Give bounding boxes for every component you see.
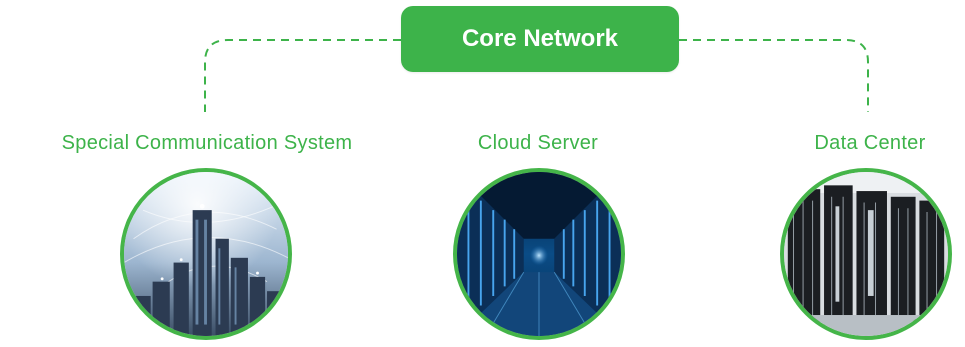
special-communication-image <box>120 168 292 340</box>
special-communication-label: Special Communication System <box>61 132 353 154</box>
server-racks-image <box>784 172 948 336</box>
core-network-node: Core Network <box>401 6 679 72</box>
core-network-label: Core Network <box>461 25 619 52</box>
server-aisle-image <box>457 172 621 336</box>
data-center-label: Data Center <box>814 132 926 154</box>
cloud-server-image <box>453 168 625 340</box>
cloud-server-label: Cloud Server <box>477 132 599 154</box>
data-center-image <box>780 168 952 340</box>
city-skyline-network-image <box>124 172 288 336</box>
